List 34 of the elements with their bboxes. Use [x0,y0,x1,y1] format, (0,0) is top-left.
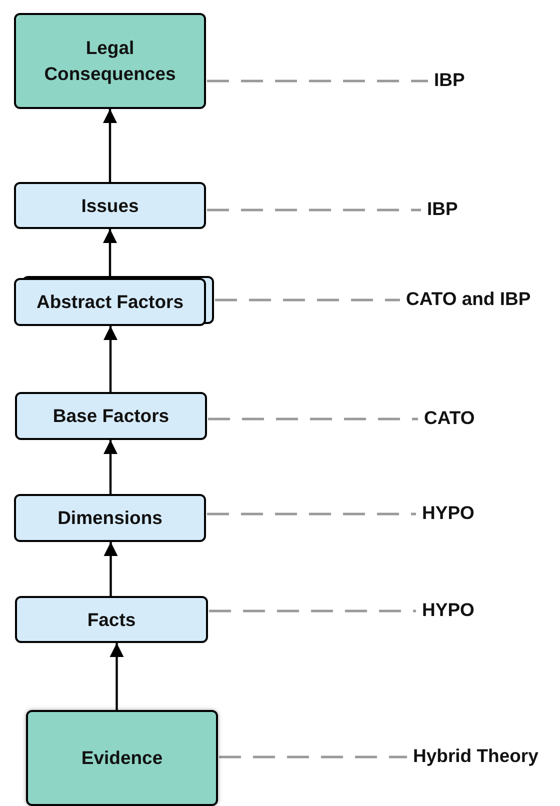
box-label: Evidence [80,746,164,770]
method-label: Hybrid Theory [413,743,559,769]
process-box [15,596,208,643]
box-label: Dimensions [56,506,164,530]
dashed-connector [209,610,416,612]
arrow [104,440,118,494]
dashed-connector [207,208,421,212]
dashed-connector [219,756,407,758]
box-label: Base Factors [52,404,170,428]
method-label: IBP [434,67,474,93]
arrow [104,326,118,392]
method-label: HYPO [422,597,486,623]
dashed-connector [215,298,400,302]
process-box [14,13,206,109]
process-box [26,710,218,806]
process-box [14,494,206,542]
method-label: IBP [427,196,467,222]
dashed-connector [207,512,416,516]
process-box [14,278,206,326]
process-box [14,182,206,229]
box-label: Abstract Factors [35,290,184,314]
box-label: Issues [80,194,140,218]
arrow [110,643,124,710]
method-label: HYPO [422,500,486,526]
dashed-connector [207,80,428,82]
box-label: Facts [86,608,137,632]
arrow [104,542,118,596]
arrow [103,109,117,182]
process-box [15,392,207,440]
method-label: CATO [424,405,484,431]
method-label: CATO and IBP [406,286,556,312]
dashed-connector [208,418,418,420]
box-label: Legal Consequences [43,36,177,86]
arrow [103,229,117,278]
